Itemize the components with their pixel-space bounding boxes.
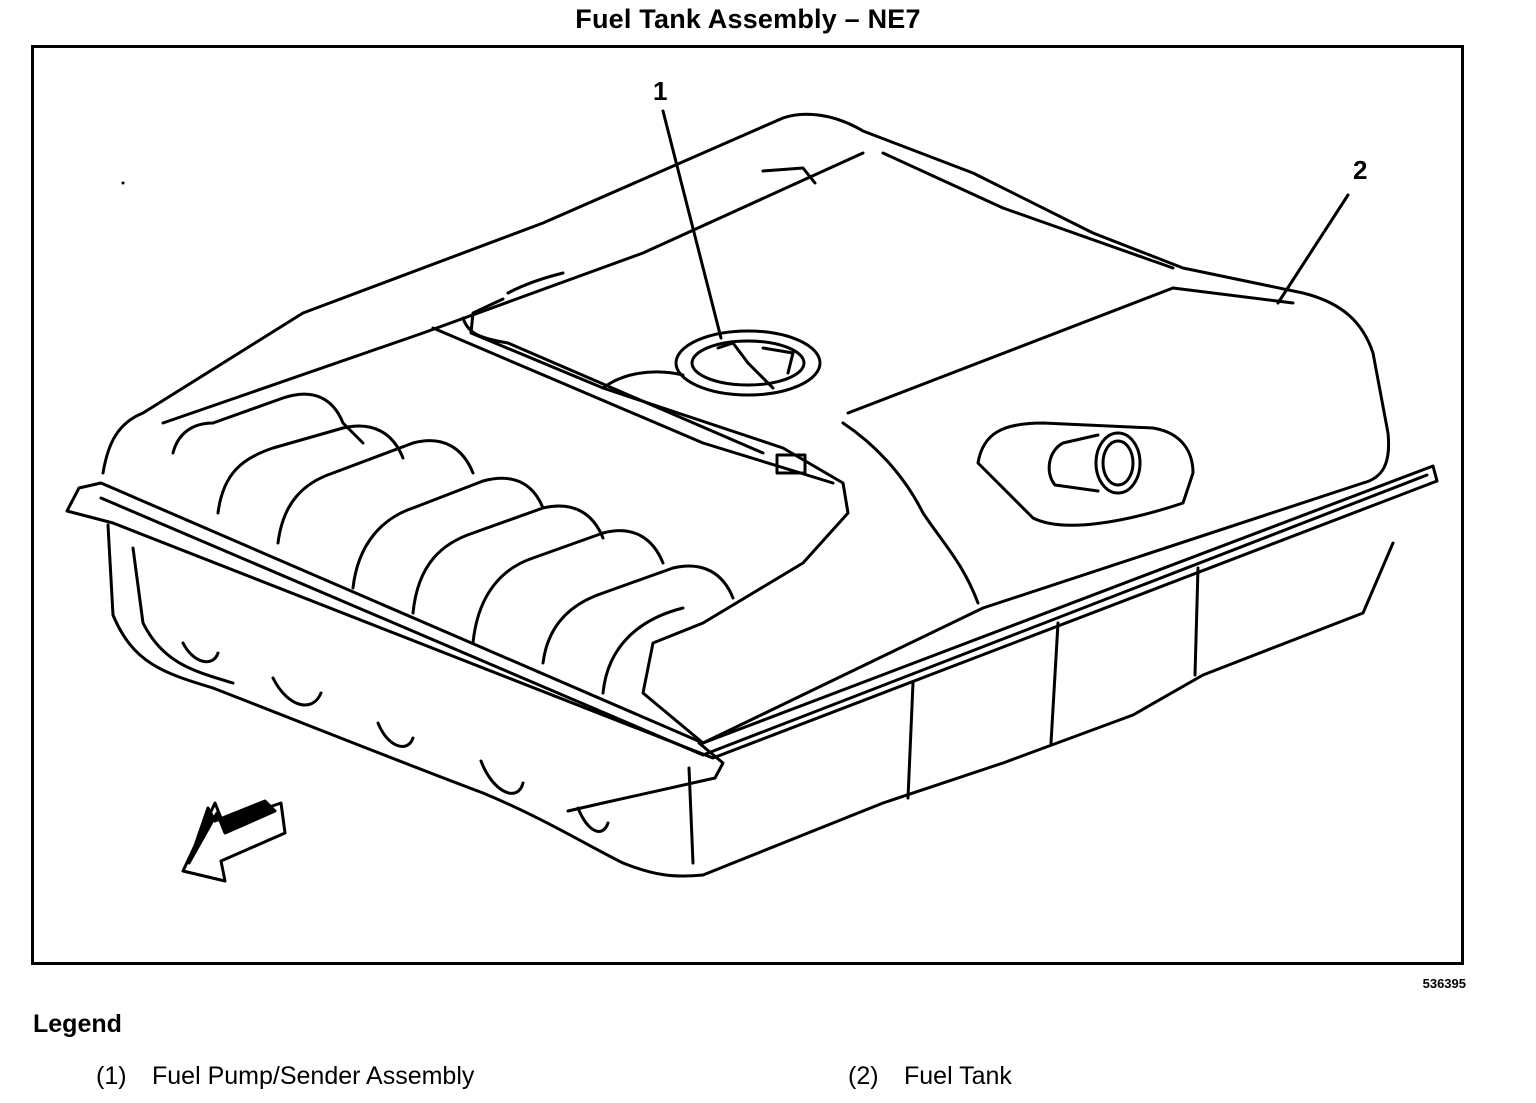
callout-1-label: 1 xyxy=(653,76,667,106)
figure-number: 536395 xyxy=(1422,976,1466,991)
tank-upper-shell xyxy=(101,112,1391,745)
fuel-lines xyxy=(121,166,850,745)
tank-flange xyxy=(65,464,1439,813)
legend-item-number: (1) xyxy=(96,1062,127,1090)
fuel-tank-illustration: 1 2 xyxy=(65,76,1439,883)
callout-2-label: 2 xyxy=(1353,155,1367,185)
legend-item: (1) Fuel Pump/Sender Assembly xyxy=(96,1062,474,1091)
filler-neck xyxy=(976,421,1195,527)
figure-frame: 1 2 xyxy=(31,45,1464,965)
callout-1-leader xyxy=(661,109,723,340)
fuel-pump-sender xyxy=(674,329,822,475)
legend-item-text: Fuel Tank xyxy=(904,1062,1012,1090)
legend-heading: Legend xyxy=(33,1010,122,1038)
legend-item-text: Fuel Pump/Sender Assembly xyxy=(152,1062,475,1090)
page-title: Fuel Tank Assembly – NE7 xyxy=(575,4,921,34)
legend-item-number: (2) xyxy=(848,1062,879,1090)
callout-2-leader xyxy=(1276,193,1350,305)
tank-lower-body xyxy=(106,523,1395,878)
direction-arrow-icon xyxy=(181,799,287,883)
tank-ribs xyxy=(171,392,735,695)
legend-item: (2) Fuel Tank xyxy=(848,1062,1012,1091)
